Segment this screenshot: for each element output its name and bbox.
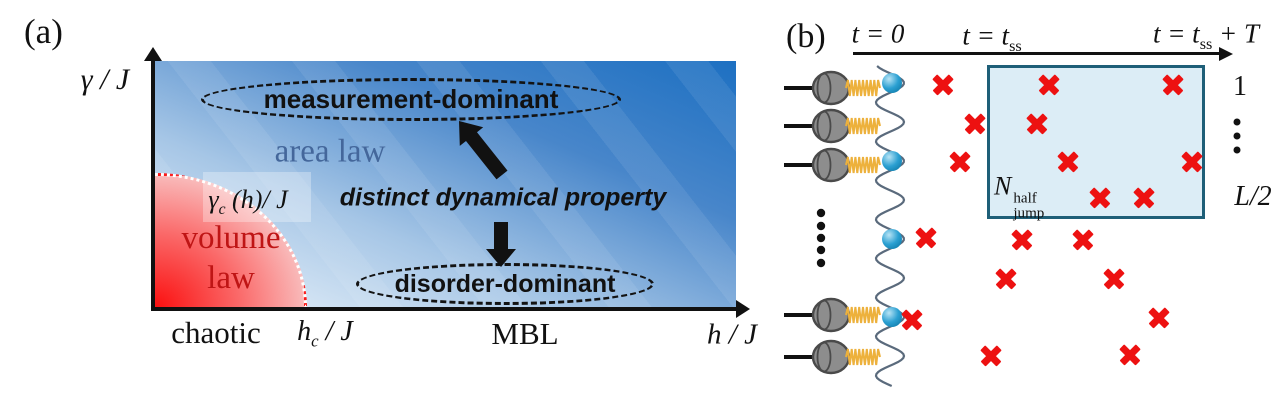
chaotic-label: chaotic (171, 315, 261, 350)
quantum-jump-mark (1072, 229, 1095, 252)
gamma-subscript: c (218, 201, 226, 219)
y-axis-arrowhead-icon (144, 47, 162, 61)
detector-rim (816, 72, 832, 104)
quantum-jump-mark (901, 309, 924, 332)
njump-sub: jump (1013, 205, 1045, 222)
vertical-ellipsis-dot (816, 221, 826, 231)
gamma-rest: (h)/ J (225, 185, 288, 214)
quantum-jump-mark (1181, 151, 1204, 174)
area-law-label: area law (274, 133, 386, 170)
y-axis-label: γ / J (80, 63, 130, 96)
panel-a-label: (a) (24, 12, 63, 51)
atom-ball (882, 307, 902, 327)
time-axis-arrowhead-icon (1219, 46, 1233, 61)
time-label-tss: t = tss (962, 20, 1022, 55)
quantum-jump-mark (964, 113, 987, 136)
quantum-jump-mark (1038, 74, 1061, 97)
spring-icon (845, 156, 881, 174)
spring-icon (845, 348, 881, 366)
tssT-pre: t = t (1152, 18, 1200, 49)
gamma-symbol: γ (208, 185, 219, 214)
h-symbol: h (297, 316, 312, 347)
measurement-dominant-ellipse: measurement-dominant (201, 78, 621, 121)
atom-ball (882, 151, 902, 171)
site-ellipsis-dot (1233, 132, 1241, 140)
quantum-jump-mark (1162, 74, 1185, 97)
site-label-L2: L/2 (1234, 181, 1272, 212)
site-ellipsis-dot (1233, 118, 1241, 126)
h-subscript: c (311, 331, 319, 351)
lattice-schematic (784, 65, 906, 388)
atom-ball (882, 73, 902, 93)
measurement-dominant-label: measurement-dominant (263, 84, 559, 114)
spring-icon (845, 306, 881, 324)
quantum-jump-mark (980, 345, 1003, 368)
quantum-jump-mark (1148, 307, 1171, 330)
quantum-jump-mark (1057, 151, 1080, 174)
tssT-sub: ss (1199, 34, 1213, 53)
tss-pre: t = t (962, 20, 1010, 51)
disorder-dominant-label: disorder-dominant (394, 269, 616, 298)
quantum-jump-mark (1133, 187, 1156, 210)
njump-base: N (994, 171, 1012, 201)
potential-wave-curve (874, 65, 906, 388)
volume-law-line2: law (207, 260, 255, 296)
vertical-ellipsis-dot (816, 208, 826, 218)
quantum-jump-mark (1089, 187, 1112, 210)
disorder-dominant-ellipse: disorder-dominant (356, 263, 654, 305)
quantum-jump-mark (1119, 344, 1142, 367)
x-axis-label: h / J (707, 318, 757, 351)
x-axis-line (151, 307, 738, 311)
detector-rim (816, 110, 832, 142)
critical-gamma-label: γc (h)/ J (208, 185, 288, 219)
spring-icon (845, 79, 881, 97)
quantum-jump-mark (1103, 268, 1126, 291)
quantum-jump-mark (995, 268, 1018, 291)
panel-b-label: (b) (786, 18, 826, 55)
quantum-jump-mark (949, 151, 972, 174)
detector-rim (816, 299, 832, 331)
time-label-t0: t = 0 (851, 18, 905, 49)
njump-sup: half (1013, 189, 1037, 206)
time-axis-line (853, 52, 1221, 55)
gamma-c-highlight (203, 172, 311, 222)
volume-law-line1: volume (181, 220, 281, 256)
atom-ball (882, 229, 902, 249)
vertical-ellipsis-dot (816, 245, 826, 255)
distinct-dynamical-property-label: distinct dynamical property (339, 183, 667, 212)
detector-rim (816, 149, 832, 181)
spring-icon (845, 117, 881, 135)
tssT-post: + T (1212, 18, 1260, 49)
site-label-1: 1 (1233, 71, 1247, 102)
tss-sub: ss (1009, 36, 1022, 55)
volume-law-label: volume law (182, 218, 281, 298)
vertical-ellipsis-dot (816, 258, 826, 268)
vertical-ellipsis-dot (816, 233, 826, 243)
time-label-tss-plus-T: t = tss + T (1152, 18, 1260, 53)
quantum-jump-mark (1011, 229, 1034, 252)
mbl-label: MBL (491, 316, 559, 351)
quantum-jump-mark (932, 74, 955, 97)
quantum-jump-mark (1026, 113, 1049, 136)
critical-h-label: hc / J (297, 316, 353, 351)
quantum-jump-mark (915, 227, 938, 250)
h-rest: / J (318, 316, 353, 347)
y-axis-line (151, 59, 155, 310)
x-axis-arrowhead-icon (736, 300, 750, 318)
site-ellipsis-dot (1233, 146, 1241, 154)
detector-rim (816, 341, 832, 373)
